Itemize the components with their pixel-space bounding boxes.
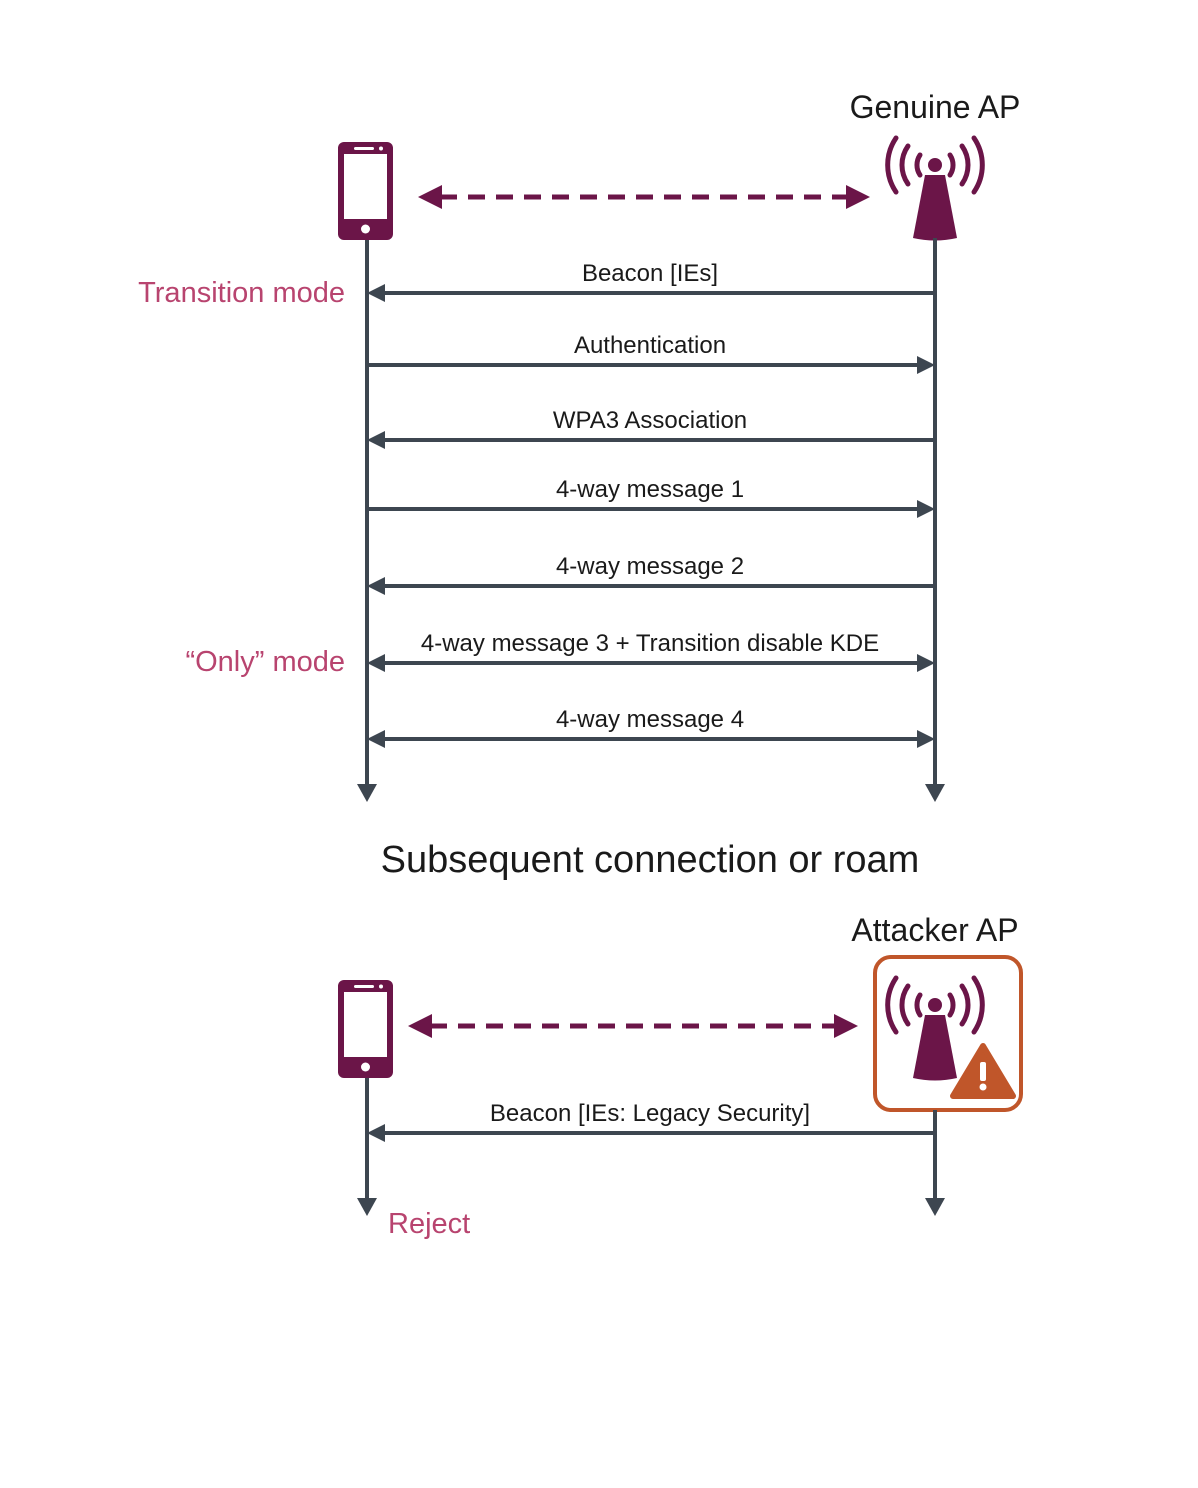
attacker-ap-title: Attacker AP [851,912,1018,948]
message-label: Beacon [IEs: Legacy Security] [490,1100,810,1127]
client-lifeline-top [357,240,377,802]
top-message-4: 4-way message 1 [367,476,935,518]
arrowhead-right [917,356,935,374]
arrowhead-right [917,500,935,518]
section-title: Subsequent connection or roam [381,839,920,881]
bottom-message-1: Beacon [IEs: Legacy Security] [367,1100,935,1142]
arrowhead-left [367,431,385,449]
bottom-connection-dashed-arrow [408,1014,858,1038]
genuine-ap-title: Genuine AP [850,89,1021,125]
top-message-7: 4-way message 4 [367,706,935,748]
message-label: Authentication [574,332,726,359]
reject-label: Reject [388,1208,470,1240]
top-connection-dashed-arrow [418,185,870,209]
message-label: 4-way message 3 + Transition disable KDE [421,630,879,657]
ap-lifeline-top [925,238,945,802]
arrowhead-right [917,730,935,748]
ap-lifeline-bottom [925,1110,945,1216]
warning-triangle-icon [950,1043,1016,1099]
smartphone-icon [338,980,393,1078]
arrowhead-left [367,1124,385,1142]
top-message-3: WPA3 Association [367,407,935,449]
bottom-messages: Beacon [IEs: Legacy Security] [367,1100,935,1142]
attacker-ap-frame [873,955,1023,1112]
message-label: Beacon [IEs] [582,260,718,287]
client-lifeline-bottom [357,1078,377,1216]
arrowhead-left [367,577,385,595]
bottom-section: Attacker AP [338,912,1023,1240]
top-message-5: 4-way message 2 [367,553,935,595]
only-mode-label: “Only” mode [185,646,345,678]
wireless-antenna-icon [885,135,985,241]
top-section: Genuine AP [138,89,1020,802]
message-label: 4-way message 1 [556,476,744,503]
top-message-6: 4-way message 3 + Transition disable KDE [367,630,935,672]
message-label: 4-way message 4 [556,706,744,733]
arrowhead-left [367,730,385,748]
message-label: 4-way message 2 [556,553,744,580]
message-label: WPA3 Association [553,407,747,434]
top-message-2: Authentication [367,332,935,374]
transition-mode-label: Transition mode [138,277,345,309]
arrowhead-right [917,654,935,672]
arrowhead-left [367,654,385,672]
arrowhead-left [367,284,385,302]
top-message-1: Beacon [IEs] [367,260,935,302]
smartphone-icon [338,142,393,240]
wireless-antenna-icon [885,975,985,1081]
